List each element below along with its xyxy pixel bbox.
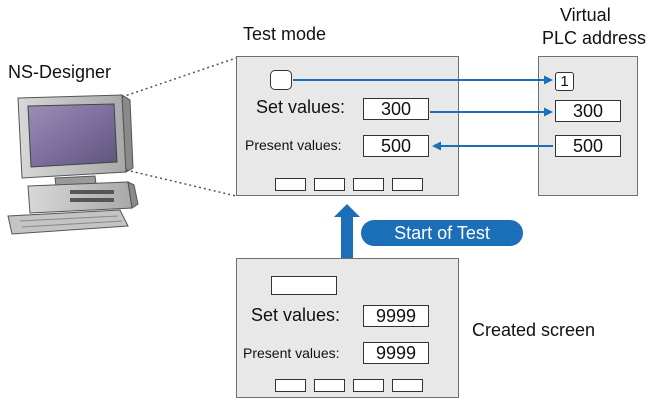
present-values-label: Present values: <box>245 137 342 153</box>
created-set-value-field: 9999 <box>363 305 429 327</box>
set-value-field: 300 <box>363 98 429 120</box>
function-key-2 <box>314 178 345 191</box>
created-function-key-1 <box>275 379 306 392</box>
set-values-label: Set values: <box>256 97 346 117</box>
created-present-values-label: Present values: <box>243 345 340 361</box>
start-of-test-text: Start of Test <box>394 223 490 243</box>
function-key-4 <box>392 178 423 191</box>
computer-icon <box>7 94 139 235</box>
created-bit-box <box>271 276 337 295</box>
function-key-1 <box>275 178 306 191</box>
test-mode-label: Test mode <box>243 24 327 44</box>
created-set-values-label: Set values: <box>251 305 341 325</box>
created-function-key-4 <box>392 379 423 392</box>
present-value-field: 500 <box>363 135 429 157</box>
arrow-bit-to-plc <box>293 75 553 85</box>
plc-set-value-box: 300 <box>555 100 621 122</box>
ns-designer-label: NS-Designer <box>8 62 112 82</box>
virtual-plc-label-line1: Virtual <box>560 5 611 25</box>
created-function-key-2 <box>314 379 345 392</box>
created-screen-label: Created screen <box>472 320 596 340</box>
plc-present-value-box: 500 <box>555 135 621 157</box>
plc-bit-box: 1 <box>555 72 574 91</box>
start-test-arrow <box>334 204 360 258</box>
arrow-plc-to-present-value <box>432 141 553 151</box>
virtual-plc-label-line2: PLC address <box>542 28 647 48</box>
test-mode-screen: Set values: 300 Present values: 500 <box>236 56 459 196</box>
created-present-value-field: 9999 <box>363 342 429 364</box>
bit-lamp <box>270 70 292 90</box>
dotted-connector-top <box>121 57 237 98</box>
dotted-connector-bottom <box>125 169 237 197</box>
function-key-3 <box>353 178 384 191</box>
created-screen-panel: Set values: 9999 Present values: 9999 <box>236 258 459 398</box>
arrow-set-value-to-plc <box>430 107 553 117</box>
virtual-plc-panel: 1 300 500 <box>538 56 638 196</box>
start-of-test-callout <box>361 220 523 246</box>
created-function-key-3 <box>353 379 384 392</box>
